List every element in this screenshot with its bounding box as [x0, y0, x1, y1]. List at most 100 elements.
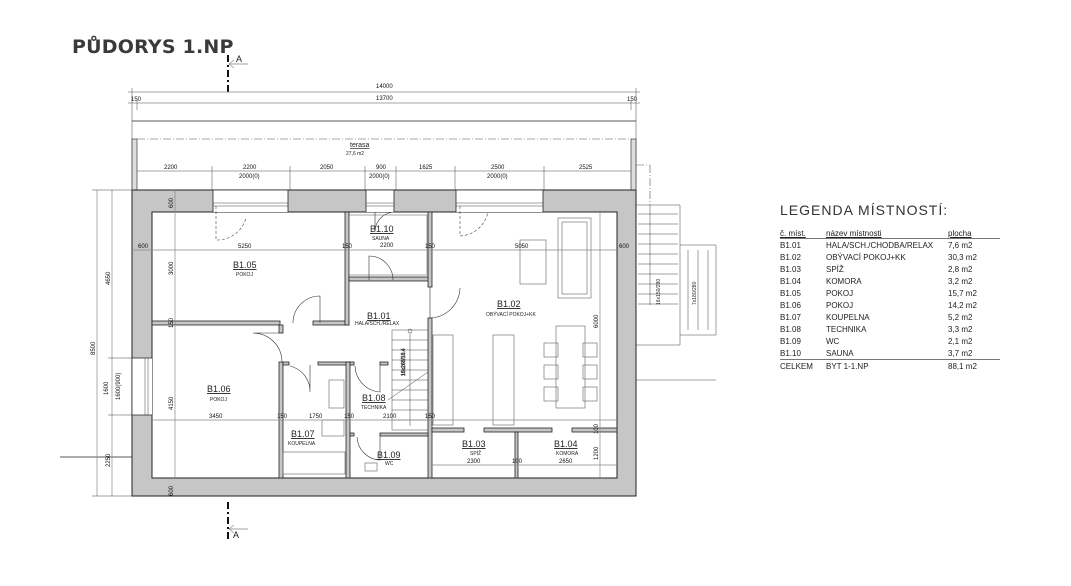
svg-text:1200: 1200 [594, 446, 600, 460]
svg-text:1750: 1750 [309, 414, 323, 420]
svg-text:1625: 1625 [419, 165, 433, 171]
svg-text:600: 600 [169, 197, 175, 208]
section-label: A [236, 54, 242, 64]
left-dimensions: 8500 4650 1600 1600(900) 2250 [91, 189, 132, 497]
room-id: B1.04 [554, 439, 578, 449]
room-id: B1.02 [497, 299, 521, 309]
svg-text:5050: 5050 [515, 244, 529, 250]
svg-text:600: 600 [169, 485, 175, 496]
room-name: SPÍŽ [470, 449, 481, 457]
terrace-area: 27,6 m2 [346, 151, 364, 157]
svg-text:900: 900 [376, 165, 387, 171]
svg-text:3450: 3450 [209, 414, 223, 420]
svg-text:16x150/280: 16x150/280 [656, 279, 662, 305]
svg-text:150: 150 [131, 97, 142, 103]
svg-text:1600: 1600 [104, 381, 110, 395]
svg-text:2000(0): 2000(0) [239, 174, 260, 180]
interior-dimensions: 600 5250 150 2200 150 5050 600 600 3000 … [132, 190, 630, 496]
doors [252, 211, 461, 461]
room-id: B1.10 [370, 224, 394, 234]
header-area: plocha [948, 228, 1000, 239]
svg-text:100: 100 [594, 423, 600, 434]
room-name: HALA/SCH./RELAX [355, 321, 400, 327]
interior-walls [151, 211, 618, 479]
svg-text:600: 600 [619, 244, 630, 250]
legend-header-row: č. míst. název místnosti plocha [780, 228, 1000, 239]
svg-text:4150: 4150 [169, 396, 175, 410]
svg-text:8500: 8500 [91, 341, 97, 355]
svg-text:6000: 6000 [594, 314, 600, 328]
room-legend: LEGENDA MÍSTNOSTÍ: č. míst. název místno… [780, 202, 1020, 372]
svg-text:150: 150 [627, 97, 638, 103]
svg-text:1600(900): 1600(900) [116, 373, 122, 400]
svg-text:7x180/280: 7x180/280 [692, 281, 698, 305]
room-labels: B1.05 POKOJ B1.06 POKOJ B1.10 SAUNA B1.0… [207, 224, 579, 467]
room-name: SAUNA [372, 236, 390, 242]
drawing-title: PŮDORYS 1.NP [72, 36, 234, 58]
svg-text:150: 150 [425, 414, 436, 420]
svg-text:2525: 2525 [579, 165, 593, 171]
room-name: OBÝVACÍ POKOJ+KK [486, 311, 536, 318]
svg-text:2050: 2050 [320, 165, 334, 171]
svg-text:600: 600 [138, 244, 149, 250]
header-name: název místnosti [826, 228, 948, 239]
svg-text:2200: 2200 [243, 165, 257, 171]
svg-text:100: 100 [512, 459, 523, 465]
room-id: B1.07 [291, 429, 315, 439]
room-id: B1.09 [377, 450, 401, 460]
room-id: B1.01 [367, 311, 391, 321]
svg-text:150: 150 [344, 414, 355, 420]
room-name: KOMORA [556, 451, 579, 457]
svg-text:2200: 2200 [164, 165, 178, 171]
furniture [282, 217, 598, 475]
svg-text:150: 150 [169, 317, 175, 328]
svg-text:2000(0): 2000(0) [369, 174, 390, 180]
room-name: POKOJ [236, 272, 253, 278]
terrace-label: terasa [350, 142, 370, 149]
room-name: WC [385, 461, 394, 467]
svg-text:2650: 2650 [559, 459, 573, 465]
svg-text:14000: 14000 [376, 84, 393, 90]
room-name: KOUPELNA [288, 441, 316, 447]
svg-text:150: 150 [342, 244, 353, 250]
svg-text:150: 150 [425, 244, 436, 250]
header-number: č. míst. [780, 228, 826, 239]
svg-text:2000(0): 2000(0) [487, 174, 508, 180]
top-dimensions: 14000 13700 150 150 2200 2200 2000(0) 20… [128, 84, 640, 190]
svg-text:150: 150 [277, 414, 288, 420]
terrace: terasa 27,6 m2 [131, 120, 637, 191]
svg-text:2500: 2500 [491, 165, 505, 171]
exterior-walls [131, 189, 637, 497]
room-id: B1.08 [362, 393, 386, 403]
room-id: B1.05 [233, 260, 257, 270]
section-mark-bottom: A [227, 502, 248, 540]
svg-text:16x268/18.4: 16x268/18.4 [401, 348, 407, 376]
section-label: A [233, 530, 239, 540]
svg-text:3000: 3000 [169, 261, 175, 275]
room-name: TECHNIKA [361, 405, 387, 411]
room-id: B1.03 [462, 439, 486, 449]
section-mark-top: A [227, 54, 248, 92]
legend-title: LEGENDA MÍSTNOSTÍ: [780, 202, 949, 218]
svg-text:13700: 13700 [376, 96, 393, 102]
svg-text:2100: 2100 [383, 414, 397, 420]
svg-text:2200: 2200 [380, 243, 394, 249]
room-id: B1.06 [207, 384, 231, 394]
stairs-exterior: 16x150/280 7x180/280 [636, 164, 717, 381]
svg-text:4650: 4650 [106, 271, 112, 285]
svg-text:2250: 2250 [106, 453, 112, 467]
svg-text:5250: 5250 [238, 244, 252, 250]
